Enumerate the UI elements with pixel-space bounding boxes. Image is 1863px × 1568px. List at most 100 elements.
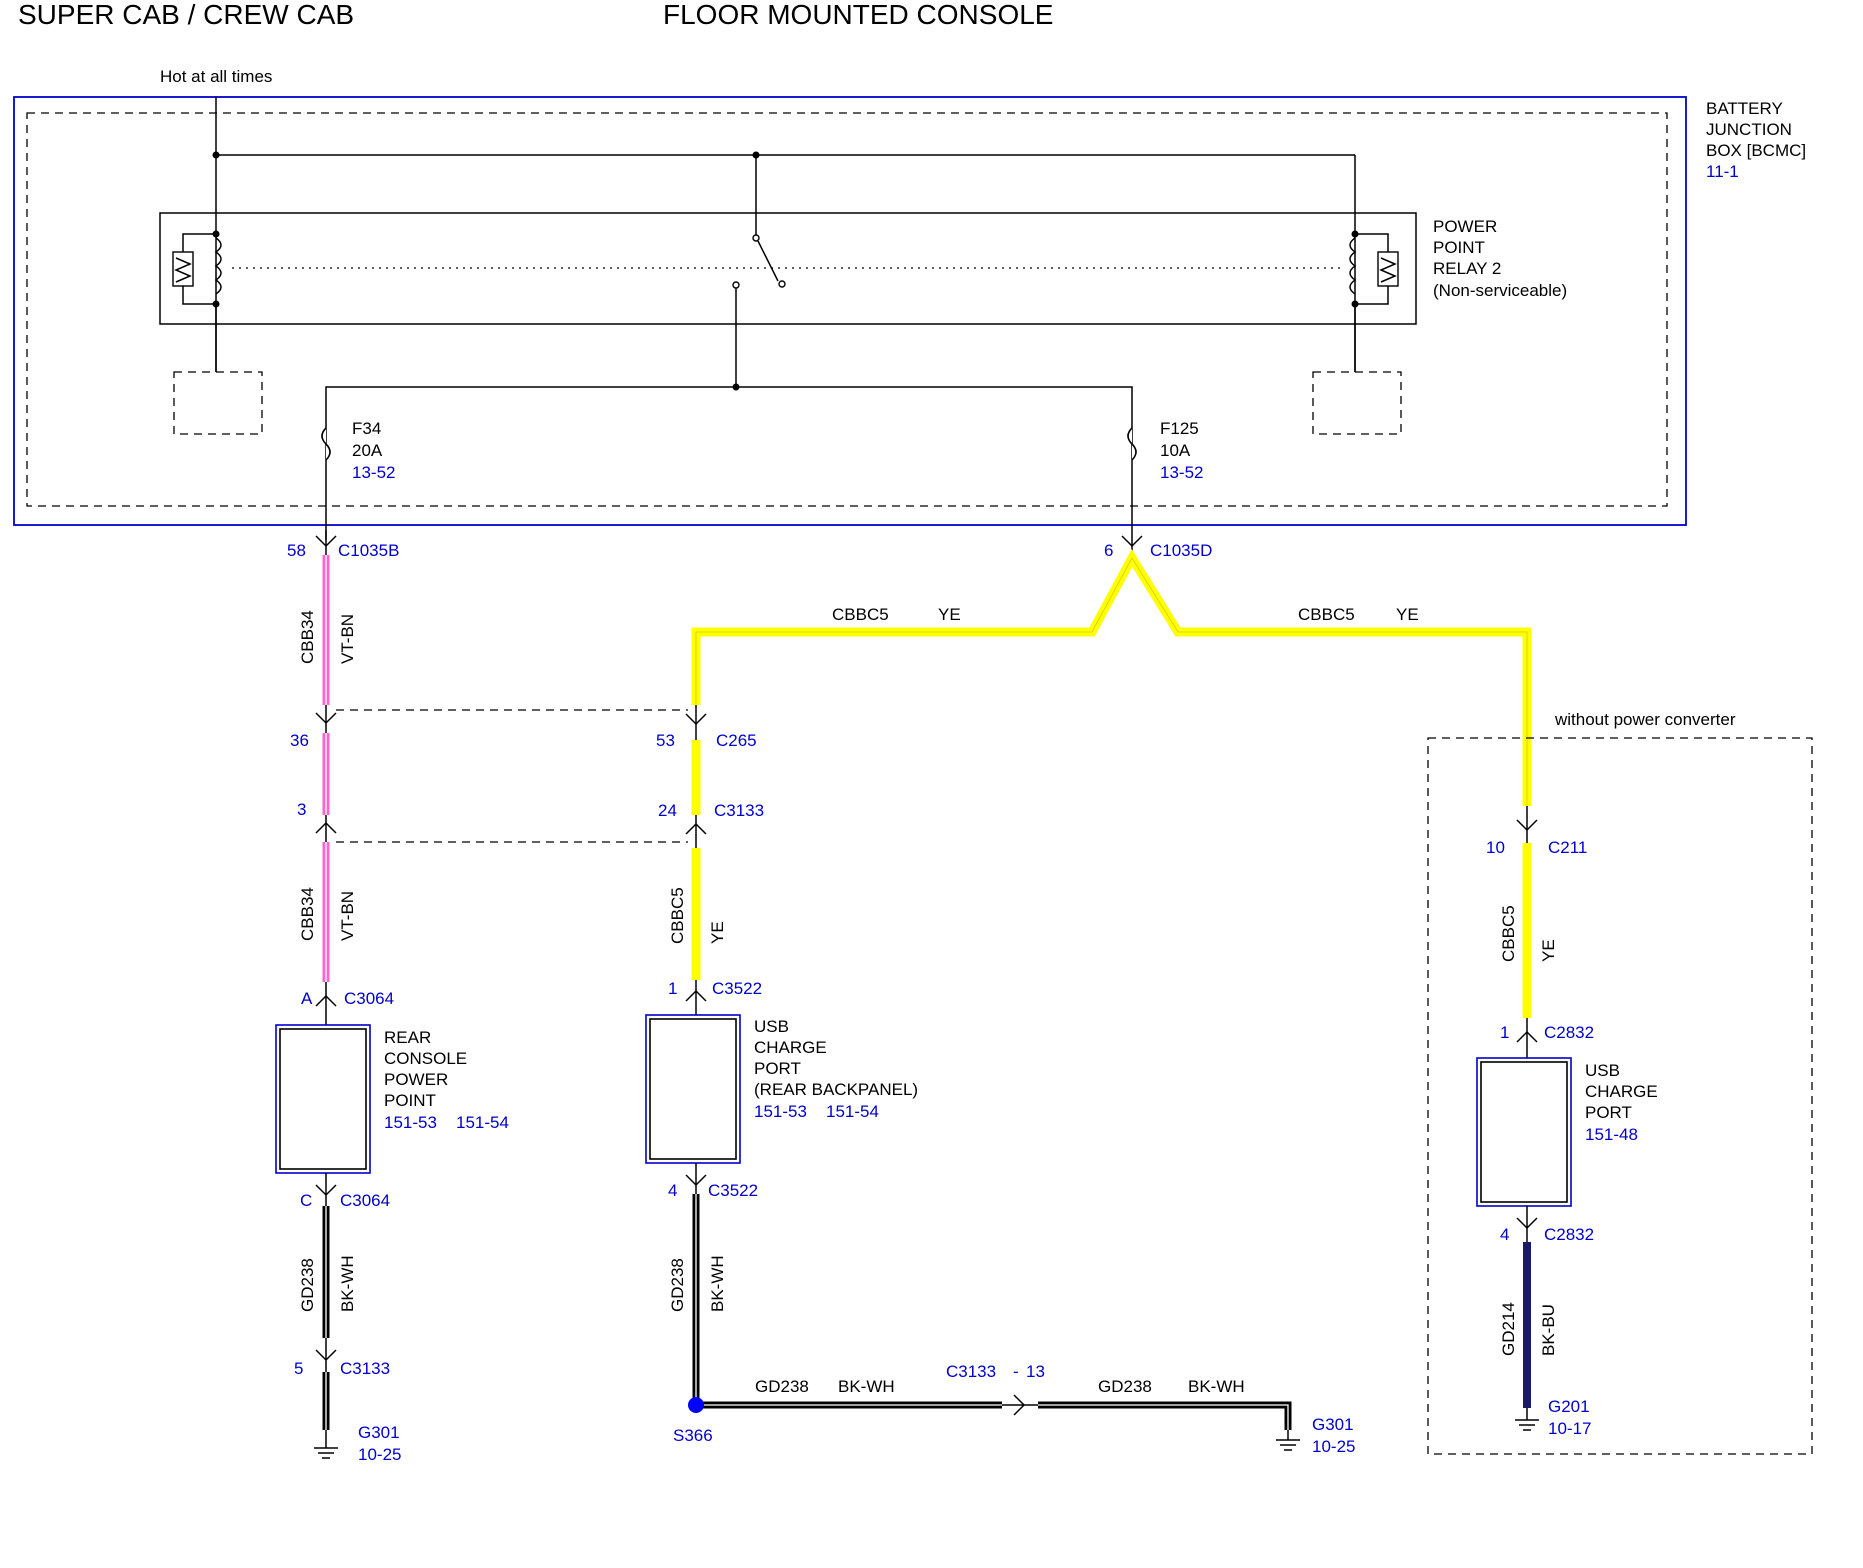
ground-g301-left-ref: 10-25 xyxy=(358,1445,401,1464)
wire-gd238-mid-color: BK-WH xyxy=(708,1255,727,1312)
connector-c3133-left-pin: 3 xyxy=(297,800,306,819)
bjb-outline xyxy=(13,96,1687,526)
rear-power-point-ref1: 151-53 xyxy=(384,1113,437,1132)
wire-gd238-h1-color: BK-WH xyxy=(838,1377,895,1396)
bjb-label-line2: JUNCTION xyxy=(1706,120,1792,139)
connector-c3133-inline-pin: 13 xyxy=(1026,1362,1045,1381)
connector-c3522-4-pin: 4 xyxy=(668,1181,677,1200)
wire-gd238-h1-circuit: GD238 xyxy=(755,1377,809,1396)
usb-port-label-line2: CHARGE xyxy=(1585,1082,1658,1101)
fuse-f34-rating: 20A xyxy=(352,441,383,460)
fuse-f34-ref: 13-52 xyxy=(352,463,395,482)
rear-power-point-label-line4: POINT xyxy=(384,1091,436,1110)
splice-s366-label: S366 xyxy=(673,1426,713,1445)
bjb-inner-dashed xyxy=(26,112,1668,507)
hot-at-all-times-label: Hot at all times xyxy=(160,67,272,86)
connector-c3064-a-symbol xyxy=(315,982,337,1025)
wire-cbbc5-mid-color: YE xyxy=(708,921,727,944)
connector-c265-left-symbol xyxy=(315,705,337,733)
wire-cbb34-lower-circuit: CBB34 xyxy=(298,887,317,941)
connector-c3133-left-symbol xyxy=(315,815,337,842)
wire-cbbc5-top-right-circuit: CBBC5 xyxy=(1298,605,1355,624)
usb-rear-module-inner xyxy=(649,1018,737,1160)
rear-power-point-label-line2: CONSOLE xyxy=(384,1049,467,1068)
relay-label-line2: POINT xyxy=(1433,238,1485,257)
wire-cbbc5-harness xyxy=(691,549,1532,806)
bjb-label-line3: BOX [BCMC] xyxy=(1706,141,1806,160)
without-converter-box xyxy=(1427,737,1813,1455)
connector-c1035d-name: C1035D xyxy=(1150,541,1212,560)
wire-cbbc5-mid-circuit: CBBC5 xyxy=(668,887,687,944)
fuse-f125-name: F125 xyxy=(1160,419,1199,438)
fuse-f34-name: F34 xyxy=(352,419,381,438)
connector-c1035b-name: C1035B xyxy=(338,541,399,560)
connector-c2832-1-pin: 1 xyxy=(1500,1023,1509,1042)
wire-gd238-left-circuit: GD238 xyxy=(298,1258,317,1312)
relay-output-bus xyxy=(325,386,1133,540)
usb-port-module xyxy=(1476,1057,1572,1207)
fuse-f125-ref: 13-52 xyxy=(1160,463,1203,482)
relay-outline xyxy=(159,212,1417,325)
bjb-ref: 11-1 xyxy=(1706,162,1739,181)
fuse-f125-rating: 10A xyxy=(1160,441,1191,460)
usb-rear-label-line1: USB xyxy=(754,1017,789,1036)
connector-c265-left-pin: 36 xyxy=(290,731,309,750)
connector-c1035b-symbol xyxy=(315,530,337,555)
connector-c3133-a-pin: 24 xyxy=(658,801,677,820)
ground-symbol-left xyxy=(314,1430,338,1459)
rear-power-point-ref2: 151-54 xyxy=(456,1113,509,1132)
usb-rear-label-line2: CHARGE xyxy=(754,1038,827,1057)
usb-rear-label-line3: PORT xyxy=(754,1059,801,1078)
connector-c3133-b-pin: 5 xyxy=(294,1359,303,1378)
usb-port-label-line3: PORT xyxy=(1585,1103,1632,1122)
wire-cbbc5-right-color: YE xyxy=(1539,939,1558,962)
ground-symbol-right xyxy=(1276,1430,1300,1451)
connector-c211-name: C211 xyxy=(1548,838,1587,857)
relay-label-line1: POWER xyxy=(1433,217,1497,236)
rear-power-point-module-inner xyxy=(279,1028,367,1170)
ground-g301-right-name: G301 xyxy=(1312,1415,1354,1434)
connector-c3133-b-symbol xyxy=(315,1338,337,1372)
connector-c265-symbol xyxy=(685,705,707,740)
usb-rear-label-line4: (REAR BACKPANEL) xyxy=(754,1080,918,1099)
ground-g201-name: G201 xyxy=(1548,1397,1590,1416)
wire-cbbc5-right-circuit: CBBC5 xyxy=(1499,905,1518,962)
connector-c3064-c-name: C3064 xyxy=(340,1191,390,1210)
without-converter-label: without power converter xyxy=(1554,710,1736,729)
connector-c2832-1-name: C2832 xyxy=(1544,1023,1594,1042)
connector-c3133-inline-name: C3133 xyxy=(946,1362,996,1381)
connector-c211-pin: 10 xyxy=(1486,838,1505,857)
connector-c3522-1-name: C3522 xyxy=(712,979,762,998)
connector-c3064-c-pin: C xyxy=(300,1191,312,1210)
connector-c3522-1-pin: 1 xyxy=(668,979,677,998)
wire-gd238-h2-color: BK-WH xyxy=(1188,1377,1245,1396)
connector-c265-pin: 53 xyxy=(656,731,675,750)
wire-cbbc5-top-left-circuit: CBBC5 xyxy=(832,605,889,624)
ground-symbol-g201 xyxy=(1515,1408,1539,1431)
connector-c265-name: C265 xyxy=(716,731,757,750)
usb-port-ref: 151-48 xyxy=(1585,1125,1638,1144)
relay-coil-left xyxy=(172,230,222,308)
usb-port-module-inner xyxy=(1480,1061,1568,1203)
ground-g201-ref: 10-17 xyxy=(1548,1419,1591,1438)
wire-gd214-circuit: GD214 xyxy=(1499,1302,1518,1356)
connector-c3133-inline-dash: - xyxy=(1013,1362,1019,1381)
connector-c211-symbol xyxy=(1516,806,1538,843)
connector-c3064-c-symbol xyxy=(315,1173,337,1206)
wire-cbb34-lower-color: VT-BN xyxy=(338,891,357,941)
wire-gd238-h2-circuit: GD238 xyxy=(1098,1377,1152,1396)
usb-rear-module xyxy=(645,1014,741,1164)
page-title-center: FLOOR MOUNTED CONSOLE xyxy=(663,0,1053,30)
connector-c3133-b-name: C3133 xyxy=(340,1359,390,1378)
wire-cbb34-upper-color: VT-BN xyxy=(338,614,357,664)
splice-s366-dot xyxy=(688,1397,704,1413)
connector-c3522-4-name: C3522 xyxy=(708,1181,758,1200)
rear-power-point-module xyxy=(275,1024,371,1174)
connector-c3133-a-symbol xyxy=(685,815,707,848)
relay-label-line4: (Non-serviceable) xyxy=(1433,281,1567,300)
wire-cbbc5-top-right-color: YE xyxy=(1396,605,1419,624)
connector-c3064-a-pin: A xyxy=(301,989,313,1008)
wire-gd214-color: BK-BU xyxy=(1539,1304,1558,1356)
junction-dot xyxy=(732,383,740,391)
fuse-f34-symbol xyxy=(321,427,331,461)
